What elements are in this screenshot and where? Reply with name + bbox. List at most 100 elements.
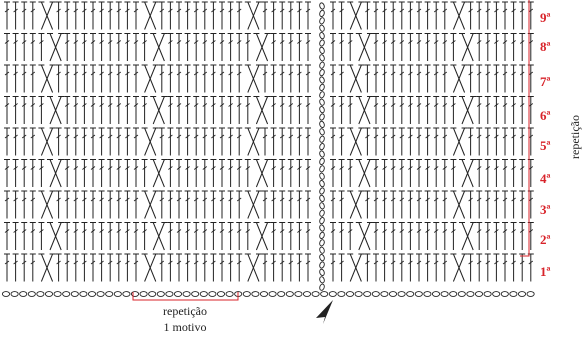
treble-crochet-icon: [72, 64, 79, 93]
crossed-treble-icon: [47, 33, 65, 62]
treble-crochet-icon: [493, 1, 500, 30]
treble-crochet-icon: [158, 127, 165, 156]
treble-crochet-icon: [184, 159, 191, 187]
chain-stitch-icon: [62, 291, 71, 297]
treble-crochet-icon: [364, 1, 371, 30]
treble-crochet-icon: [338, 33, 345, 61]
treble-crochet-icon: [381, 190, 388, 219]
treble-crochet-icon: [133, 1, 139, 30]
treble-crochet-icon: [381, 64, 388, 93]
treble-crochet-icon: [338, 222, 345, 250]
treble-crochet-icon: [390, 253, 397, 282]
treble-crochet-icon: [176, 127, 182, 156]
chain-stitch-icon: [208, 291, 217, 297]
treble-crochet-icon: [98, 64, 105, 93]
treble-crochet-icon: [484, 159, 491, 187]
treble-crochet-icon: [184, 222, 191, 250]
treble-crochet-icon: [510, 96, 517, 124]
treble-crochet-icon: [64, 127, 71, 156]
treble-crochet-icon: [21, 96, 28, 124]
treble-crochet-icon: [244, 96, 251, 124]
treble-crochet-icon: [219, 33, 225, 61]
treble-crochet-icon: [433, 253, 440, 282]
treble-crochet-icon: [407, 96, 414, 124]
treble-crochet-icon: [407, 1, 414, 30]
treble-crochet-icon: [279, 96, 286, 124]
treble-crochet-icon: [493, 190, 500, 219]
treble-crochet-icon: [424, 96, 431, 124]
treble-crochet-icon: [296, 190, 303, 219]
treble-crochet-icon: [287, 222, 294, 250]
chain-stitch-icon: [388, 291, 398, 297]
treble-crochet-icon: [167, 96, 174, 124]
treble-crochet-icon: [236, 64, 243, 93]
chain-stitch-icon: [199, 291, 208, 297]
treble-crochet-icon: [210, 64, 217, 93]
treble-crochet-icon: [433, 127, 440, 156]
treble-crochet-icon: [510, 159, 517, 187]
treble-crochet-icon: [424, 159, 431, 187]
treble-crochet-icon: [390, 222, 397, 250]
treble-crochet-icon: [227, 33, 234, 61]
treble-crochet-icon: [176, 222, 182, 250]
treble-crochet-icon: [193, 222, 200, 250]
treble-crochet-icon: [390, 190, 397, 219]
chain-stitch-icon: [319, 54, 325, 62]
treble-crochet-icon: [219, 253, 225, 282]
treble-crochet-icon: [98, 1, 105, 30]
treble-crochet-icon: [287, 253, 294, 282]
treble-crochet-icon: [12, 222, 19, 250]
treble-crochet-icon: [305, 96, 311, 124]
treble-crochet-icon: [441, 33, 448, 61]
treble-crochet-icon: [407, 127, 414, 156]
treble-crochet-icon: [441, 190, 448, 219]
treble-crochet-icon: [201, 222, 208, 250]
treble-crochet-icon: [124, 64, 131, 93]
treble-crochet-icon: [407, 64, 414, 93]
crossed-treble-icon: [38, 253, 56, 282]
treble-crochet-icon: [4, 127, 10, 156]
treble-crochet-icon: [227, 64, 234, 93]
chain-stitch-icon: [483, 291, 492, 297]
treble-crochet-icon: [424, 33, 431, 61]
treble-crochet-icon: [133, 33, 139, 61]
treble-crochet-icon: [502, 222, 508, 250]
treble-crochet-icon: [398, 96, 405, 124]
chain-stitch-icon: [319, 143, 325, 151]
treble-crochet-icon: [21, 127, 28, 156]
chain-stitch-icon: [319, 150, 325, 158]
treble-crochet-icon: [133, 222, 139, 250]
treble-crochet-icon: [296, 96, 303, 124]
treble-crochet-icon: [124, 33, 131, 61]
treble-crochet-icon: [107, 33, 114, 61]
treble-crochet-icon: [12, 253, 19, 282]
crossed-treble-icon: [150, 33, 168, 62]
crossed-treble-icon: [347, 190, 365, 219]
treble-crochet-icon: [441, 253, 448, 282]
treble-crochet-icon: [270, 1, 277, 30]
treble-crochet-icon: [381, 33, 388, 61]
chain-stitch-icon: [130, 291, 140, 297]
chain-stitch-icon: [319, 276, 325, 284]
crossed-treble-icon: [141, 253, 159, 282]
chain-stitch-icon: [319, 239, 325, 247]
treble-crochet-icon: [416, 33, 422, 61]
treble-crochet-icon: [519, 159, 526, 187]
treble-crochet-icon: [29, 222, 36, 250]
treble-crochet-icon: [55, 127, 62, 156]
treble-crochet-icon: [193, 96, 200, 124]
chain-stitch-icon: [156, 291, 165, 297]
treble-crochet-icon: [305, 190, 311, 219]
treble-crochet-icon: [433, 64, 440, 93]
chain-stitch-icon: [53, 291, 62, 297]
treble-crochet-icon: [450, 222, 457, 250]
crossed-treble-icon: [450, 64, 468, 93]
treble-crochet-icon: [441, 64, 448, 93]
treble-crochet-icon: [467, 190, 474, 219]
chain-stitch-icon: [70, 291, 79, 297]
treble-crochet-icon: [510, 33, 517, 61]
treble-crochet-icon: [296, 222, 303, 250]
treble-crochet-icon: [219, 1, 225, 30]
treble-crochet-icon: [287, 159, 294, 187]
crossed-treble-icon: [347, 1, 365, 30]
